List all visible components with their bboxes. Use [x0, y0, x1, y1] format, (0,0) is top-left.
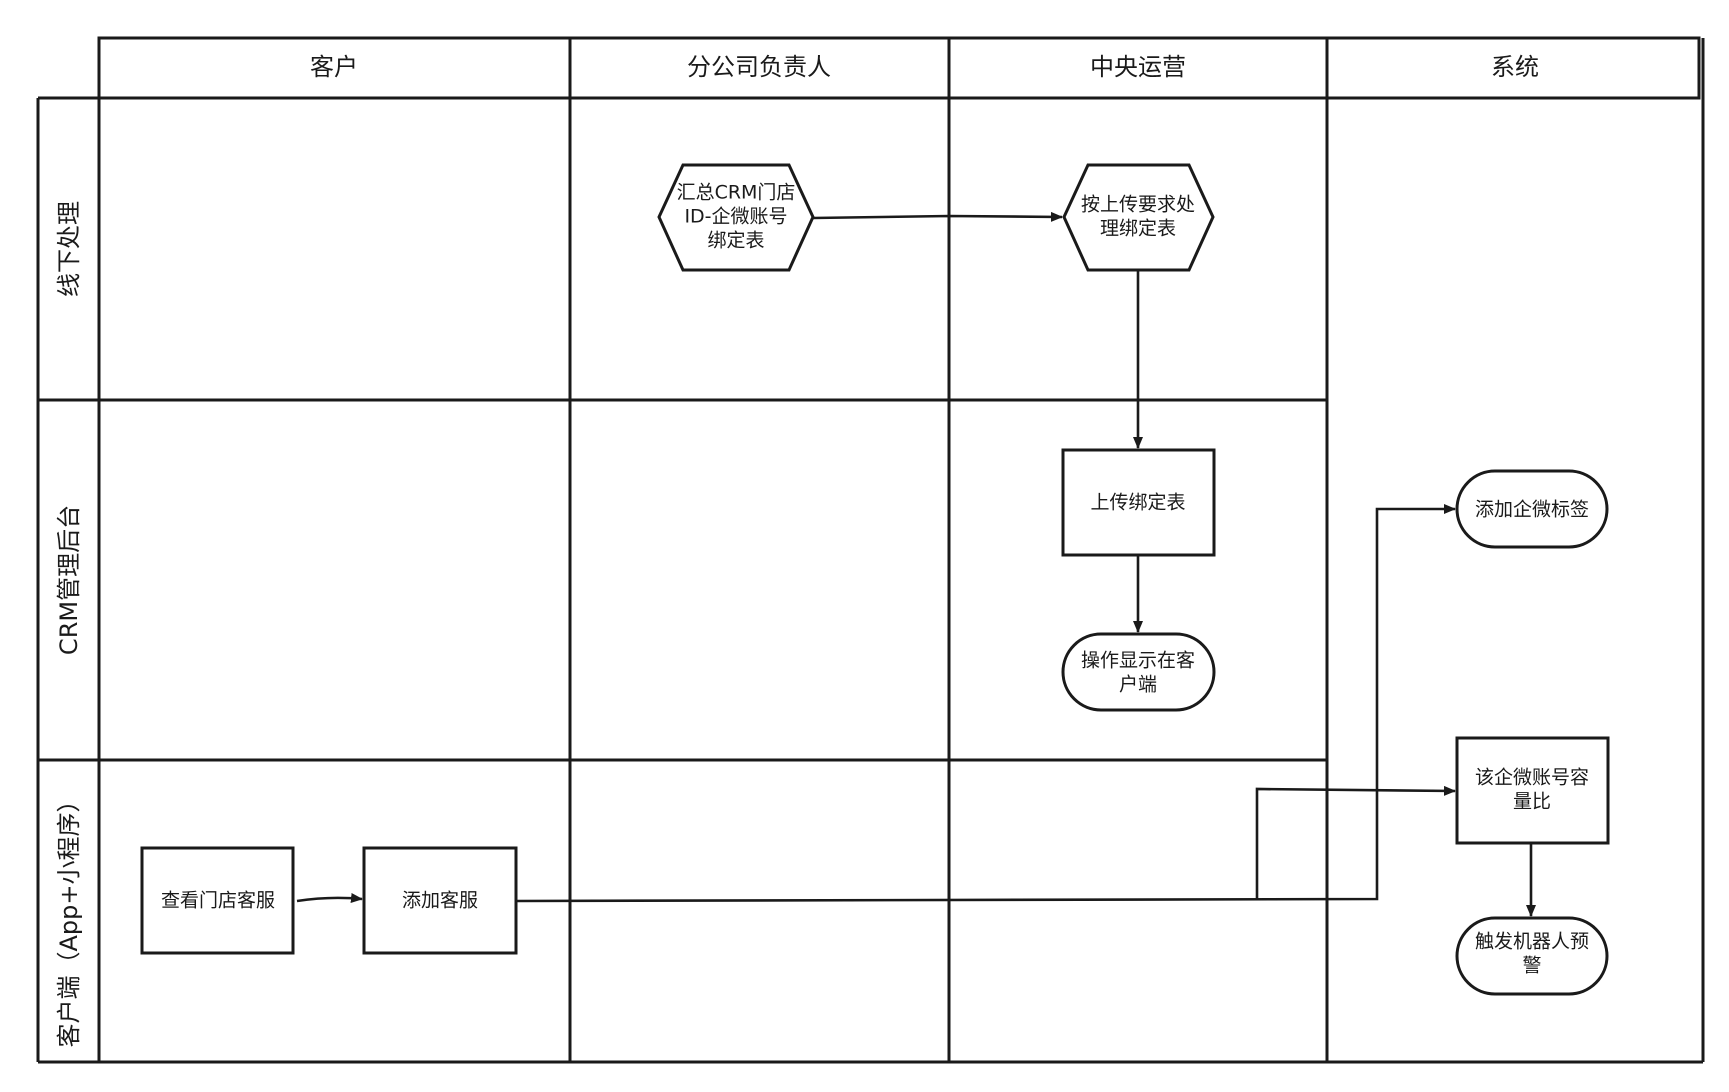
node-add-service: 添加客服 — [362, 846, 518, 955]
node-n6-line-1: 该企微账号容 — [1475, 767, 1589, 789]
row-headers: 线下处理 CRM管理后台 客户端（App+小程序） — [55, 201, 83, 1048]
node-upload-binding-table: 上传绑定表 — [1061, 448, 1216, 557]
row-header-crm: CRM管理后台 — [55, 505, 83, 655]
node-summarize-binding-table: 汇总CRM门店 ID-企微账号 绑定表 — [657, 163, 815, 272]
edge-n9-n5 — [515, 504, 1456, 903]
node-show-on-client: 操作显示在客 户端 — [1061, 632, 1216, 712]
column-header-system: 系统 — [1491, 53, 1539, 81]
node-n2-line-1: 按上传要求处 — [1081, 194, 1195, 216]
node-n1-line-2: ID-企微账号 — [684, 206, 787, 228]
column-header-ops: 中央运营 — [1090, 53, 1186, 81]
node-trigger-robot-alert: 触发机器人预 警 — [1455, 916, 1609, 996]
nodes: 汇总CRM门店 ID-企微账号 绑定表 按上传要求处 理绑定表 上传绑定表 操作… — [140, 163, 1610, 996]
edge-n8-n9 — [296, 892, 363, 903]
node-n4-line-2: 户端 — [1119, 674, 1157, 696]
node-view-store-service: 查看门店客服 — [140, 846, 295, 955]
column-header-customer: 客户 — [310, 53, 358, 81]
node-n5-line-1: 添加企微标签 — [1475, 499, 1589, 521]
node-n6-line-2: 量比 — [1513, 791, 1551, 813]
node-process-binding-table: 按上传要求处 理绑定表 — [1062, 163, 1215, 272]
node-capacity-ratio: 该企微账号容 量比 — [1455, 736, 1610, 845]
node-n2-line-2: 理绑定表 — [1100, 218, 1176, 240]
edges — [296, 211, 1536, 917]
edge-n1-n2 — [812, 211, 1063, 222]
edge-n9-n6 — [1255, 785, 1456, 899]
node-n9-line-1: 添加客服 — [402, 890, 478, 912]
node-n7-line-2: 警 — [1522, 955, 1541, 977]
node-n7-line-1: 触发机器人预 — [1475, 931, 1589, 953]
column-header-branch: 分公司负责人 — [687, 53, 831, 81]
node-add-wecom-tag: 添加企微标签 — [1455, 469, 1609, 549]
row-header-client: 客户端（App+小程序） — [55, 789, 83, 1048]
node-n1-line-1: 汇总CRM门店 — [677, 182, 796, 204]
lane-grid — [36, 36, 1705, 1064]
row-header-offline: 线下处理 — [55, 201, 83, 297]
node-n4-line-1: 操作显示在客 — [1081, 650, 1195, 672]
node-n8-line-1: 查看门店客服 — [161, 890, 275, 912]
column-headers: 客户 分公司负责人 中央运营 系统 — [310, 53, 1539, 81]
node-n3-line-1: 上传绑定表 — [1090, 492, 1185, 514]
node-n1-line-3: 绑定表 — [707, 230, 764, 252]
